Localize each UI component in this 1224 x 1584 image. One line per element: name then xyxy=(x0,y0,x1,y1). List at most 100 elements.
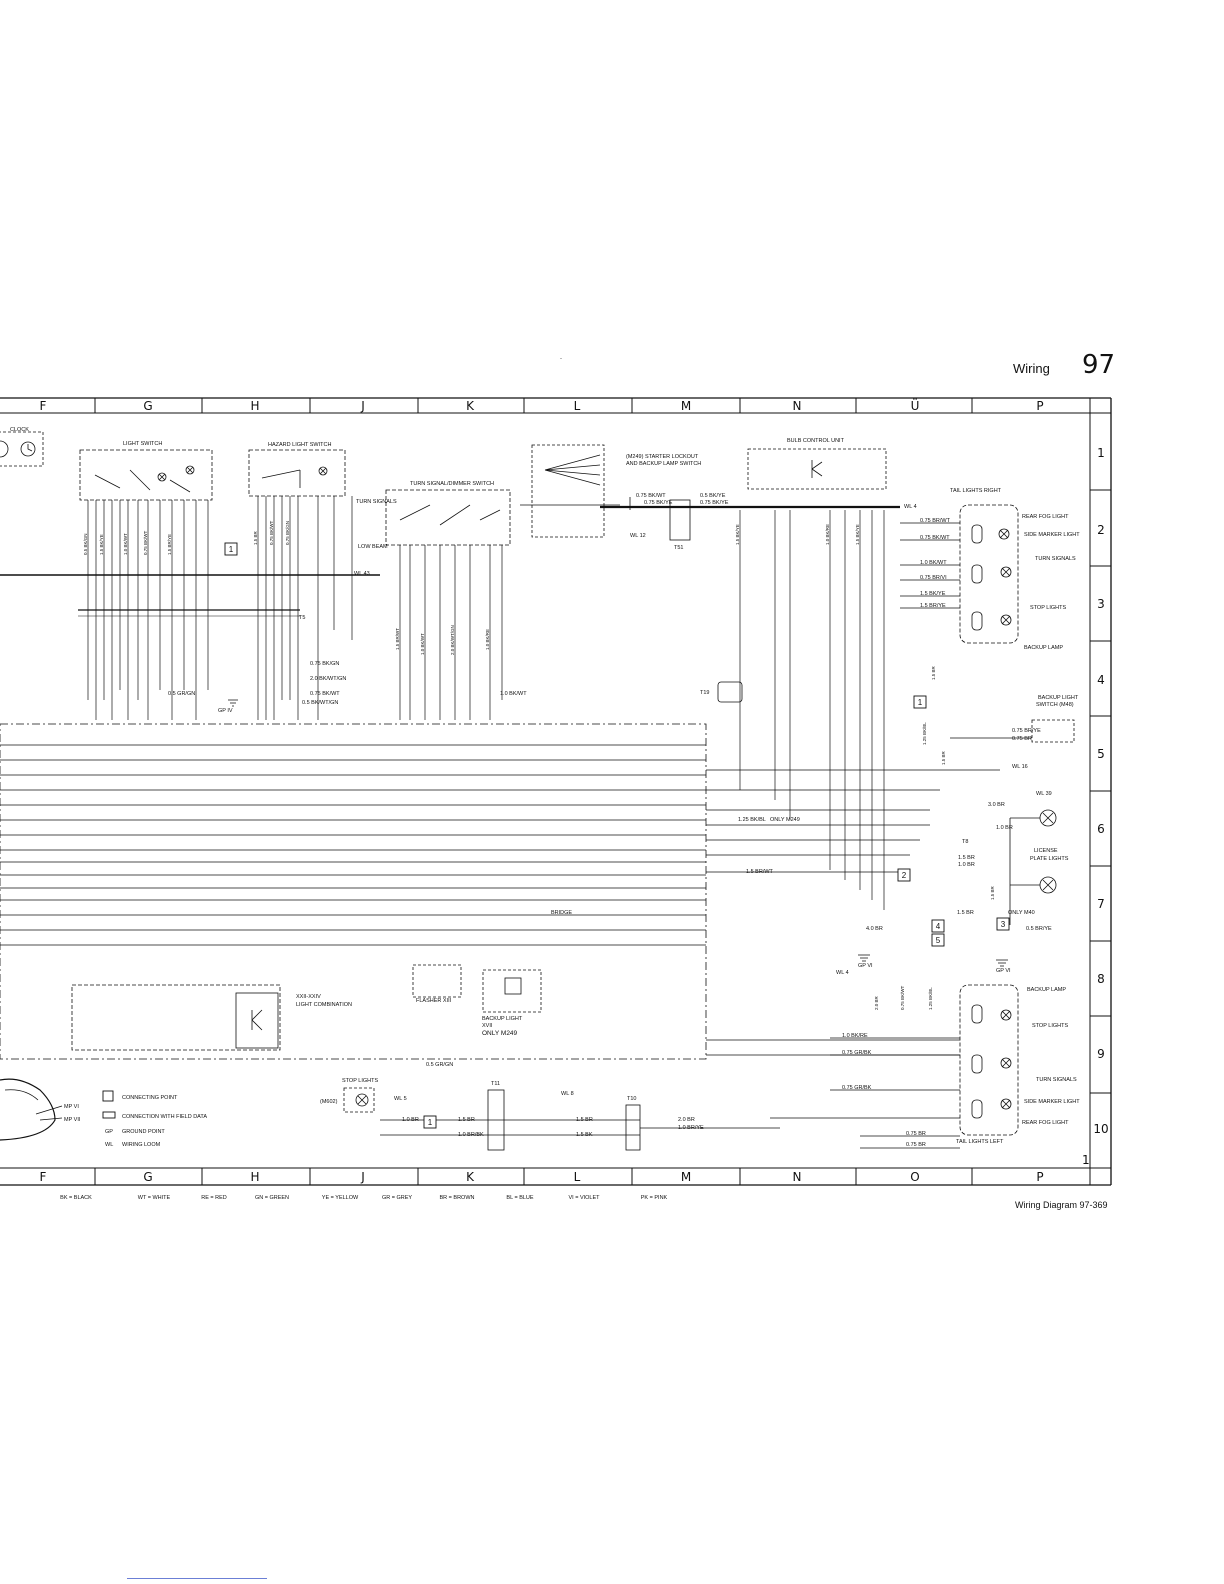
wire-label: 0.75 BR xyxy=(1012,736,1032,742)
t11-label: T11 xyxy=(491,1081,500,1087)
grid-column-label: F xyxy=(40,399,47,413)
wire-label: 0.75 BK/WT xyxy=(900,985,905,1010)
gp6b-label: GP VI xyxy=(996,968,1011,974)
wire-label: 1.5 BR xyxy=(931,665,936,680)
light-combo-label-2: LIGHT COMBINATION xyxy=(296,1002,352,1008)
grid-column-label: G xyxy=(143,399,152,413)
wire-label: 1.0 BK/WT xyxy=(420,633,425,655)
schematic xyxy=(0,431,1075,1151)
wire-label: 0.75 BR/YE xyxy=(1012,728,1041,734)
stop-lights-lower-label: STOP LIGHTS xyxy=(1032,1023,1069,1029)
wire-label: 1.5 BK/YE xyxy=(855,524,860,545)
wire-label: 1.0 BK/RE xyxy=(825,524,830,545)
wire-label: 4.0 BR xyxy=(866,926,883,932)
backup-switch-label-2: SWITCH (M48) xyxy=(1036,702,1074,708)
wire-label: 1.0 BR xyxy=(958,862,975,868)
connecting-point: 5 xyxy=(931,933,945,947)
wire-label: 0.5 BK/GN xyxy=(83,533,88,555)
wire-label: 0.75 BK/YE xyxy=(700,500,729,506)
wire-label: 2.0 BR xyxy=(874,995,879,1010)
wire-label: 3.0 BR xyxy=(988,802,1005,808)
grid-column-label: L xyxy=(574,399,581,413)
legend-mp-vii: MP VII xyxy=(64,1117,81,1123)
stop-lights-label: STOP LIGHTS xyxy=(1030,605,1067,611)
grid-row-label: 8 xyxy=(1097,972,1105,986)
wire-label: 0.5 BK/YE xyxy=(700,493,726,499)
wire-label: 1.25 BK/BL xyxy=(922,722,927,745)
color-code: RE = RED xyxy=(201,1195,227,1201)
grid-column-label: H xyxy=(250,399,259,413)
wire-label: 0.75 BR xyxy=(906,1131,926,1137)
connecting-point: 4 xyxy=(931,919,945,933)
color-code: VI = VIOLET xyxy=(568,1195,600,1201)
wire-label: 1.0 BK/WT xyxy=(123,533,128,555)
wire-label: 0.5 GR/GN xyxy=(168,691,195,697)
wire-label: 0.75 BK/WT xyxy=(920,535,950,541)
wire-label: 1.0 BK/WT xyxy=(920,560,947,566)
legend-connection-field: CONNECTION WITH FIELD DATA xyxy=(122,1114,207,1120)
wire-label: 1.5 BR xyxy=(458,1117,475,1123)
svg-text:3: 3 xyxy=(1001,920,1006,929)
grid-column-label: K xyxy=(466,1170,475,1184)
grid-column-label: N xyxy=(793,1170,802,1184)
svg-text:1: 1 xyxy=(428,1118,433,1127)
grid-row-label: 7 xyxy=(1097,897,1105,911)
grid-row-label: 1 xyxy=(1097,446,1105,460)
side-marker-lower-label: SIDE MARKER LIGHT xyxy=(1024,1099,1080,1105)
legend-symbols xyxy=(102,1090,116,1119)
wire-label: 0.75 BK/GN xyxy=(310,661,339,667)
grid-row-label: 6 xyxy=(1097,822,1105,836)
color-code: BR = BROWN xyxy=(440,1195,475,1201)
wire-label: 2.0 BK/WT/GN xyxy=(450,625,455,655)
grid-row-label: 10 xyxy=(1093,1122,1108,1136)
link-underline xyxy=(127,1578,267,1579)
wl8-label: WL 8 xyxy=(561,1091,574,1097)
wire-label: 1.0 BK/RE xyxy=(485,629,490,650)
starter-lockout-label-1: (M249) STARTER LOCKOUT xyxy=(626,454,699,460)
grid-column-label: G xyxy=(143,1170,152,1184)
wire-label: 1.25 BK/BL xyxy=(928,987,933,1010)
connecting-point: 1 xyxy=(224,542,238,556)
wire-label: 0.75 BR xyxy=(906,1142,926,1148)
color-code: BL = BLUE xyxy=(506,1195,533,1201)
wire-label: 1.5 BK/YE xyxy=(99,534,104,555)
section-title: Wiring xyxy=(1013,361,1050,376)
turn-signals-lower-label: TURN SIGNALS xyxy=(1036,1077,1077,1083)
wire-label: 0.75 BK/WT xyxy=(310,691,340,697)
grid-column-label: M xyxy=(681,1170,691,1184)
grid-column-label: Ü xyxy=(911,397,920,413)
grid-column-label: O xyxy=(910,1170,919,1184)
grid-row-label: 4 xyxy=(1097,673,1105,687)
grid-column-label: J xyxy=(360,1170,365,1184)
wire-label: 1.0 BK/RE xyxy=(842,1033,868,1039)
wire-label: 0.5 BR/YE xyxy=(1026,926,1052,932)
labels: CLOCK LIGHT SWITCH HAZARD LIGHT SWITCH T… xyxy=(10,427,1090,1167)
color-code: BK = BLACK xyxy=(60,1195,92,1201)
low-beam-label: LOW BEAM xyxy=(358,544,388,550)
color-code: YE = YELLOW xyxy=(322,1195,359,1201)
wire-label: 1.5 BR/YE xyxy=(167,534,172,555)
gp6-label: GP VI xyxy=(858,963,873,969)
legend-wl: WL xyxy=(105,1142,113,1148)
stop-lights-bottom-label: STOP LIGHTS xyxy=(342,1078,379,1084)
backup-lamp-label: BACKUP LAMP xyxy=(1024,645,1063,651)
bulb-control-label: BULB CONTROL UNIT xyxy=(787,438,845,444)
color-code: PK = PINK xyxy=(641,1195,668,1201)
wire-label: 0.75 GR/BK xyxy=(842,1085,872,1091)
wire-label: 1.0 BR/BK xyxy=(458,1132,484,1138)
wire-label: 1.5 BR/YE xyxy=(920,603,946,609)
grid-column-label: N xyxy=(793,399,802,413)
grid-column-label: H xyxy=(250,1170,259,1184)
grid-column-label: P xyxy=(1036,399,1043,413)
wl5-label: WL 5 xyxy=(394,1096,407,1102)
wire-label: 1.5 BR xyxy=(958,855,975,861)
license-label-1: LICENSE xyxy=(1034,848,1058,854)
wire-label: 1.0 BR/YE xyxy=(678,1125,704,1131)
backup-relay-label-2: XVII xyxy=(482,1023,493,1029)
color-code: WT = WHITE xyxy=(138,1195,171,1201)
wire-label: 1.5 BR xyxy=(253,530,258,545)
tail-right-label: TAIL LIGHTS RIGHT xyxy=(950,488,1002,494)
grid-column-label: P xyxy=(1036,1170,1043,1184)
legend-gp-text: GROUND POINT xyxy=(122,1129,165,1135)
